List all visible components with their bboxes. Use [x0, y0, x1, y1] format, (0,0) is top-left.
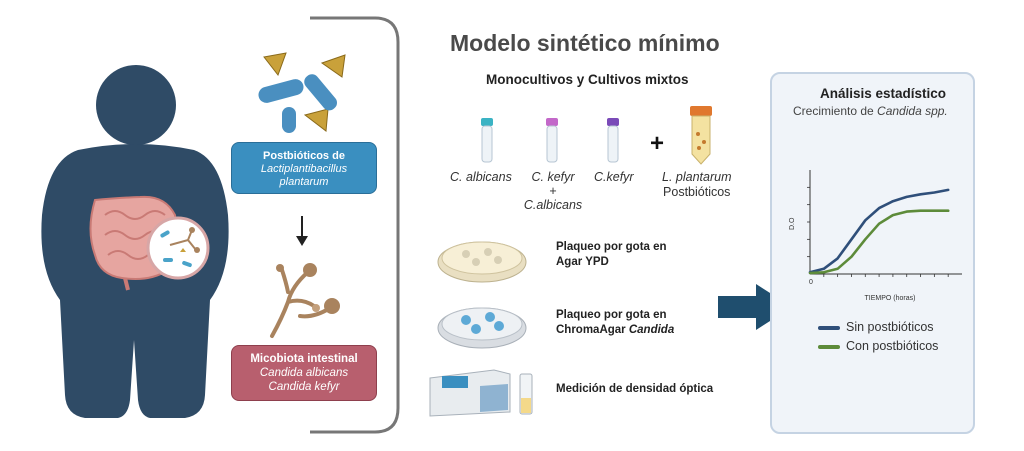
- fungi-hyphae-icon: [270, 263, 340, 338]
- label-mixed-plus: +: [549, 184, 557, 198]
- tube-c-kefyr-icon: [607, 118, 619, 163]
- label-c-kefyr: C.kefyr: [594, 170, 634, 184]
- label-lp-species: L. plantarum: [662, 170, 732, 184]
- mycobiota-box-title: Micobiota intestinal: [250, 353, 358, 365]
- chart-x-label: TIEMPO (horas): [865, 295, 916, 302]
- label-c-albicans: C. albicans: [450, 170, 512, 184]
- chart-series-line-1: [808, 209, 950, 275]
- postbiotics-box-genus: Lactiplantibacillus: [260, 163, 348, 175]
- human-body-illustration: [41, 65, 229, 418]
- label-mixed: C. kefyr + C.albicans: [518, 170, 588, 212]
- label-mixed-albicans: C.albicans: [523, 198, 583, 212]
- growth-chart: D.O TIEMPO (horas) 0: [789, 170, 962, 302]
- tube-c-albicans-icon: [481, 118, 493, 163]
- analysis-subtitle: Crecimiento de Candida spp.: [793, 104, 948, 118]
- chart-y-label: D.O: [789, 217, 796, 230]
- body-silhouette: [41, 65, 229, 418]
- legend-swatch-con: [818, 344, 840, 349]
- legend-label-sin: Sin postbióticos: [846, 320, 934, 334]
- legend-item-sin: Sin postbióticos: [818, 320, 934, 334]
- label-mixed-kefyr: C. kefyr: [531, 170, 575, 184]
- label-lp-postbiotics: Postbióticos: [663, 185, 731, 199]
- postbiotics-box-title: Postbióticos de: [263, 150, 345, 162]
- postbiotics-box: Postbióticos de Lactiplantibacillus plan…: [231, 142, 377, 194]
- chart-origin-label: 0: [809, 279, 813, 286]
- label-l-plantarum: L. plantarum Postbióticos: [662, 170, 731, 200]
- analysis-subtitle-text: Crecimiento de: [793, 104, 878, 118]
- chart-series-line-0: [808, 188, 950, 274]
- step-chromagar-genus: Candida: [628, 324, 675, 336]
- step-od: Medición de densidad óptica: [556, 383, 714, 395]
- step-chromagar-medium: ChromaAgar: [556, 324, 629, 336]
- bracket-divider: [310, 16, 400, 434]
- mycobiota-box-species1: Candida albicans: [259, 367, 349, 379]
- analysis-title: Análisis estadístico: [820, 86, 947, 101]
- mycobiota-box: Micobiota intestinal Candida albicans Ca…: [231, 345, 377, 401]
- step-ypd-line2: Agar YPD: [556, 256, 609, 268]
- analysis-panel: [770, 72, 975, 434]
- tube-mixed-icon: [546, 118, 558, 163]
- step-chromagar: Plaqueo por gota en ChromaAgar Candida: [556, 308, 674, 338]
- step-ypd: Plaqueo por gota en Agar YPD: [556, 240, 667, 270]
- step-chromagar-line2: ChromaAgar Candida: [556, 323, 674, 338]
- postbiotics-box-species: plantarum: [279, 176, 329, 188]
- plus-sign: +: [650, 130, 665, 157]
- cultures-subtitle: Monocultivos y Cultivos mixtos: [486, 72, 689, 87]
- step-chromagar-line1: Plaqueo por gota en: [556, 309, 667, 321]
- tube-l-plantarum-icon: [690, 106, 712, 165]
- down-arrow-icon: [296, 216, 308, 246]
- magnifier-microbes: [146, 216, 210, 280]
- petri-dish-ypd-icon: [437, 241, 527, 283]
- analysis-subtitle-genus: Candida spp.: [877, 104, 948, 118]
- postbiotics-icon: [258, 52, 346, 133]
- page-title: Modelo sintético mínimo: [450, 30, 720, 56]
- mycobiota-box-species2: Candida kefyr: [268, 381, 340, 393]
- legend-label-con: Con postbióticos: [846, 339, 939, 353]
- legend-swatch-sin: [818, 325, 840, 330]
- step-ypd-line1: Plaqueo por gota en: [556, 241, 667, 253]
- spectrophotometer-icon: [429, 369, 533, 417]
- legend-item-con: Con postbióticos: [818, 339, 938, 353]
- petri-dish-chromagar-icon: [437, 307, 527, 349]
